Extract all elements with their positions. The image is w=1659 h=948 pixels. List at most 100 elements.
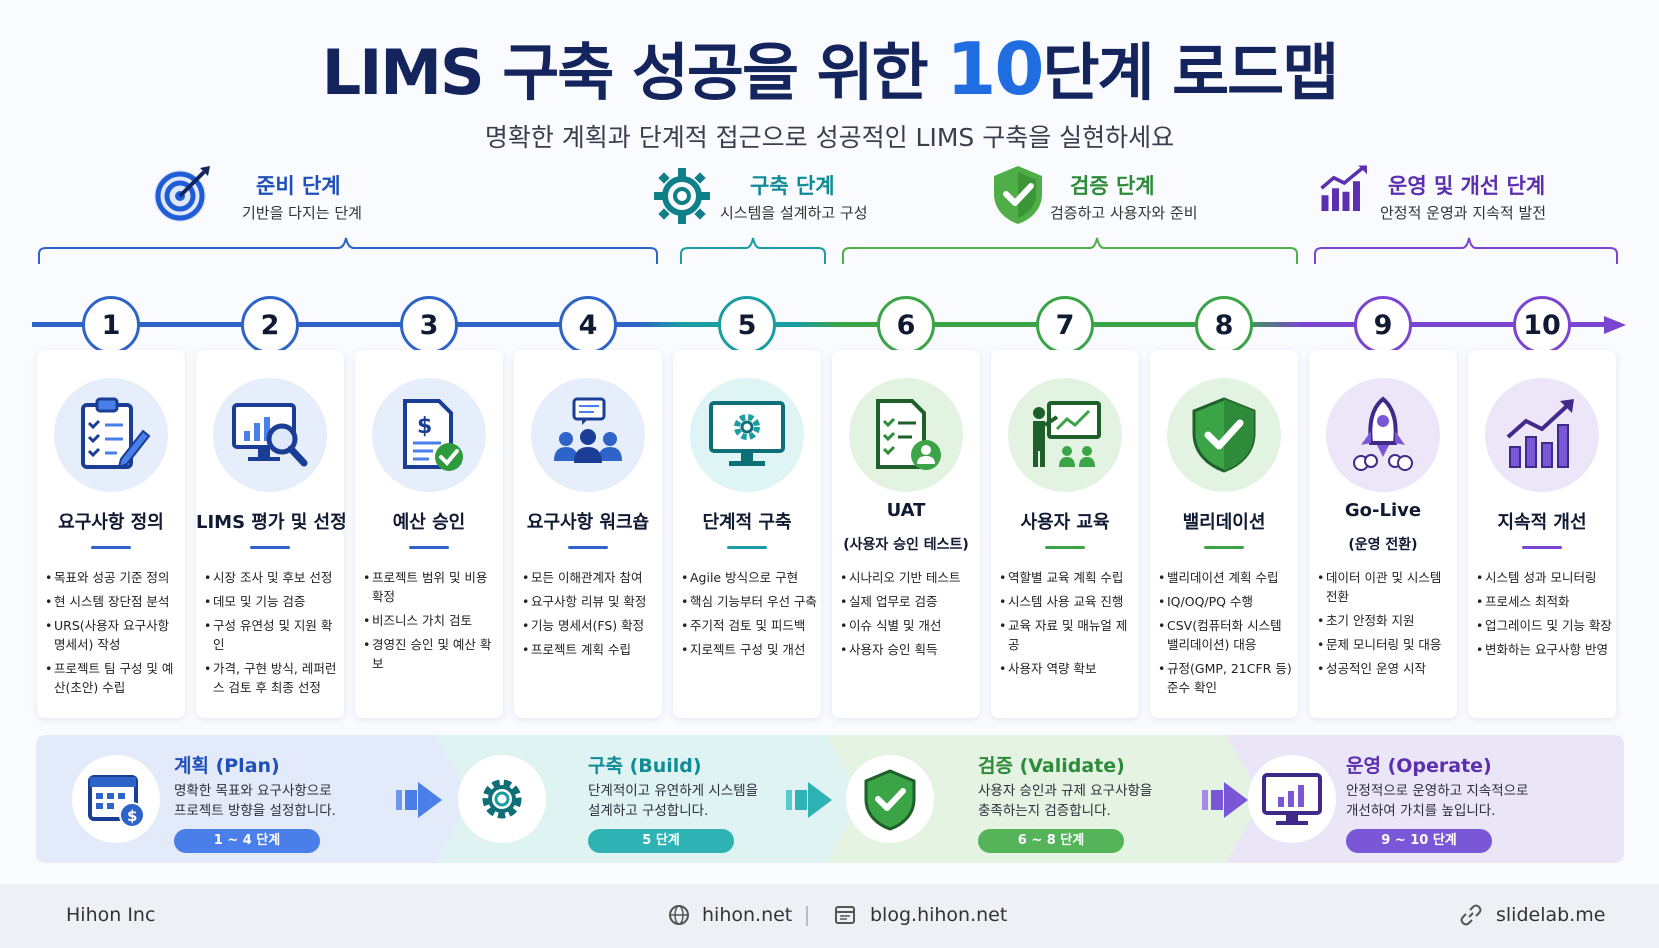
blog-link[interactable]: blog.hihon.net	[870, 904, 1008, 926]
step-title: UAT	[886, 500, 926, 521]
pill-badge: 5 단계	[588, 829, 734, 853]
page-subtitle: 명확한 계획과 단계적 접근으로 성공적인 LIMS 구축을 실현하세요	[484, 123, 1175, 152]
link-icon	[1460, 904, 1482, 926]
list-item: 시스템 성과 모니터링	[1476, 568, 1614, 587]
svg-text:$: $	[127, 807, 137, 825]
pill-badge: 1 ~ 4 단계	[174, 829, 320, 853]
company-name: Hihon Inc	[66, 904, 156, 926]
list-item: 사용자 역량 확보	[999, 659, 1137, 678]
list-item: 구성 유연성 및 지원 확인	[204, 616, 342, 654]
gear-icon	[482, 779, 522, 819]
step-items: 모든 이해관계자 참여 요구사항 리뷰 및 확정 기능 명세서(FS) 확정 프…	[522, 568, 660, 664]
list-item: CSV(컴퓨터화 시스템 밸리데이션) 대응	[1158, 616, 1296, 654]
list-item: 기능 명세서(FS) 확정	[522, 616, 660, 635]
list-item: 밸리데이션 계획 수립	[1158, 568, 1296, 587]
title-underline	[91, 546, 131, 549]
calendar-budget-icon: $	[88, 775, 145, 828]
step-subtitle: (운영 전환)	[1348, 537, 1418, 553]
blog-icon	[835, 906, 855, 924]
budget-document-icon: $	[403, 399, 463, 471]
brace-build	[680, 237, 826, 264]
rocket-icon	[1353, 396, 1413, 471]
step-items: 시스템 성과 모니터링 프로세스 최적화 업그레이드 및 기능 확장 변화하는 …	[1476, 568, 1614, 664]
title-underline	[1522, 546, 1562, 549]
pill-badge: 6 ~ 8 단계	[978, 829, 1124, 853]
step-title: 예산 승인	[392, 512, 466, 533]
step-node-3: 3	[400, 296, 458, 354]
list-item: 문제 모니터링 및 대응	[1317, 635, 1455, 654]
list-item: 교육 자료 및 매뉴얼 제공	[999, 616, 1137, 654]
list-item: 현 시스템 장단점 분석	[45, 592, 183, 611]
monitor-gear-icon	[709, 401, 785, 466]
step-title: 단계적 구축	[702, 512, 792, 533]
slides-link[interactable]: slidelab.me	[1496, 904, 1606, 926]
list-item: 실제 업무로 검증	[840, 592, 978, 611]
list-item: 주기적 검토 및 피드백	[681, 616, 819, 635]
step-title: 밸리데이션	[1182, 512, 1266, 533]
list-item: 핵심 기능부터 우선 구축	[681, 592, 819, 611]
step-card-8: 밸리데이션 밸리데이션 계획 수립 IQ/OQ/PQ 수행 CSV(컴퓨터화 시…	[1150, 350, 1298, 718]
trainer-board-icon	[1033, 401, 1101, 467]
page-title: LIMS 구축 성공을 위한 10단계 로드맵	[321, 27, 1340, 111]
step-card-2: LIMS 평가 및 선정 시장 조사 및 후보 선정 데모 및 기능 검증 구성…	[196, 350, 347, 718]
step-items: 목표와 성공 기준 정의 현 시스템 장단점 분석 URS(사용자 요구사항 명…	[45, 568, 183, 702]
list-item: 프로세스 최적화	[1476, 592, 1614, 611]
globe-icon	[669, 905, 689, 925]
growth-chart-icon	[1506, 399, 1574, 468]
phase-prep: 준비 단계 기반을 다지는 단계	[150, 162, 450, 232]
list-item: 요구사항 리뷰 및 확정	[522, 592, 660, 611]
step-node-8: 8	[1195, 296, 1253, 354]
step-card-9: Go-Live (운영 전환) 데이터 이관 및 시스템 전환 초기 안정화 지…	[1309, 350, 1457, 718]
brace-operate	[1314, 237, 1618, 264]
list-item: 가격, 구현 방식, 레퍼런스 검토 후 최종 선정	[204, 659, 342, 697]
website-link[interactable]: hihon.net	[702, 904, 793, 926]
list-item: 데모 및 기능 검증	[204, 592, 342, 611]
gear-icon	[654, 168, 710, 224]
timeline-arrow-head	[1604, 316, 1626, 334]
step-title: Go-Live	[1344, 500, 1422, 521]
title-underline	[1045, 546, 1085, 549]
growth-chart-icon	[1320, 165, 1367, 211]
title-underline	[1204, 546, 1244, 549]
step-card-10: 지속적 개선 시스템 성과 모니터링 프로세스 최적화 업그레이드 및 기능 확…	[1468, 350, 1616, 718]
list-item: IQ/OQ/PQ 수행	[1158, 592, 1296, 611]
monitor-chart-icon	[1262, 773, 1322, 825]
arrow-right-icon	[786, 782, 832, 818]
list-item: 목표와 성공 기준 정의	[45, 568, 183, 587]
arrow-right-icon	[1202, 782, 1248, 818]
step-card-5: 단계적 구축 Agile 방식으로 구현 핵심 기능부터 우선 구축 주기적 검…	[673, 350, 821, 718]
step-card-1: 요구사항 정의 목표와 성공 기준 정의 현 시스템 장단점 분석 URS(사용…	[37, 350, 185, 718]
step-card-4: 요구사항 워크숍 모든 이해관계자 참여 요구사항 리뷰 및 확정 기능 명세서…	[514, 350, 662, 718]
step-items: 프로젝트 범위 및 비용 확정 비즈니스 가치 검토 경영진 승인 및 예산 확…	[363, 568, 501, 678]
step-items: 시장 조사 및 후보 선정 데모 및 기능 검증 구성 유연성 및 지원 확인 …	[204, 568, 342, 702]
step-title: 요구사항 정의	[58, 512, 164, 533]
list-item: 사용자 승인 획득	[840, 640, 978, 659]
shield-check-icon	[1192, 397, 1256, 473]
shield-check-icon	[864, 769, 916, 831]
step-card-6: UAT (사용자 승인 테스트) 시나리오 기반 테스트 실제 업무로 검증 이…	[832, 350, 980, 718]
svg-text:$: $	[417, 414, 432, 439]
title-underline	[409, 546, 449, 549]
shield-check-icon	[994, 166, 1042, 224]
step-items: 밸리데이션 계획 수립 IQ/OQ/PQ 수행 CSV(컴퓨터화 시스템 밸리데…	[1158, 568, 1296, 702]
list-item: 이슈 식별 및 개선	[840, 616, 978, 635]
list-item: 프로젝트 계획 수립	[522, 640, 660, 659]
step-items: 데이터 이관 및 시스템 전환 초기 안정화 지원 문제 모니터링 및 대응 성…	[1317, 568, 1455, 683]
list-item: 업그레이드 및 기능 확장	[1476, 616, 1614, 635]
brace-validate	[842, 237, 1298, 264]
step-title: 요구사항 워크숍	[526, 512, 650, 533]
title-underline	[250, 546, 290, 549]
step-node-6: 6	[877, 296, 935, 354]
arrow-right-icon	[396, 782, 442, 818]
list-item: 성공적인 운영 시작	[1317, 659, 1455, 678]
pill-badge: 9 ~ 10 단계	[1346, 829, 1492, 853]
step-subtitle: (사용자 승인 테스트)	[843, 537, 969, 553]
list-item: 초기 안정화 지원	[1317, 611, 1455, 630]
list-item: URS(사용자 요구사항 명세서) 작성	[45, 616, 183, 654]
checklist-user-icon	[876, 399, 941, 470]
step-title: 사용자 교육	[1020, 512, 1110, 533]
